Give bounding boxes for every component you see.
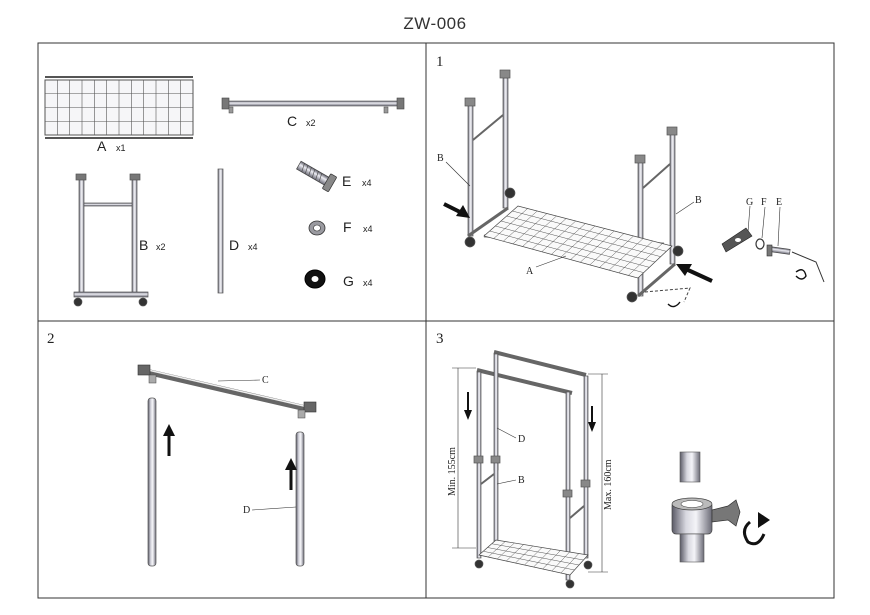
step-2-bar-illustration [137, 364, 317, 419]
step-3-callout-b: B [518, 475, 525, 486]
part-a-letter: A [97, 138, 107, 154]
panel-grid [37, 42, 835, 599]
part-b-qty: x2 [156, 242, 166, 252]
clamp-detail-illustration [671, 451, 741, 563]
part-g-qty: x4 [363, 278, 373, 288]
tighten-clamp-icon [743, 520, 766, 546]
insert-arrow-right-icon [676, 264, 713, 283]
tighten-clamp-arrowhead-icon [758, 512, 770, 528]
insert-up-arrow-right-icon [285, 458, 297, 490]
step-2-poles-illustration [147, 397, 305, 567]
part-d-pole-illustration [217, 168, 224, 294]
insert-up-arrow-left-icon [163, 424, 175, 456]
step-3-callout-d: D [518, 434, 525, 445]
step-1-callout-b-left: B [437, 153, 444, 164]
part-f-qty: x4 [363, 224, 373, 234]
step-2-callout-d: D [243, 505, 250, 516]
step-1-callout-e: E [776, 197, 782, 208]
step-2-callout-c: C [262, 375, 269, 386]
max-height-dimension [588, 373, 608, 573]
step-1-callout-g: G [746, 197, 753, 208]
part-g-washer-illustration [304, 269, 326, 289]
step-3-number: 3 [436, 331, 444, 347]
step-1-panel: 1 [436, 54, 825, 308]
part-d-qty: x4 [248, 242, 258, 252]
document-title: ZW-006 [403, 14, 467, 33]
step-1-callout-lines [445, 161, 781, 268]
tighten-bottom-icon [667, 301, 681, 308]
part-f-washer-illustration [308, 220, 326, 236]
part-c-bar-illustration [221, 97, 405, 114]
parts-panel: A x1 C x2 B x2 D x4 [44, 76, 405, 307]
step-1-rack-illustration [464, 69, 684, 303]
part-d-letter: D [229, 237, 239, 253]
allen-key-icon [791, 251, 825, 283]
step-1-callout-b-right: B [695, 195, 702, 206]
part-a-shelf-illustration [44, 76, 194, 139]
insert-arrow-left-icon [443, 202, 470, 218]
step-1-callout-f: F [761, 197, 767, 208]
max-height-label: Max. 160cm [603, 459, 614, 510]
part-b-frame-illustration [73, 173, 149, 307]
part-g-letter: G [343, 273, 354, 289]
part-b-letter: B [139, 237, 148, 253]
part-f-letter: F [343, 219, 352, 235]
step-3-panel: 3 [436, 331, 770, 589]
step-2-panel: 2 C D [47, 331, 317, 567]
lower-arrow-right-icon [588, 406, 596, 432]
part-e-letter: E [342, 173, 351, 189]
part-e-bolt-illustration [296, 160, 337, 192]
fastener-detail-illustration [721, 227, 791, 257]
allen-key-bottom-icon [644, 287, 691, 303]
step-1-number: 1 [436, 54, 444, 70]
min-height-label: Min. 155cm [447, 447, 458, 496]
lower-arrow-left-icon [464, 392, 472, 420]
part-c-letter: C [287, 113, 297, 129]
part-c-qty: x2 [306, 118, 316, 128]
part-e-qty: x4 [362, 178, 372, 188]
step-1-callout-a: A [526, 266, 534, 277]
step-2-number: 2 [47, 331, 55, 347]
part-a-qty: x1 [116, 143, 126, 153]
step-3-rack-illustration [473, 350, 593, 589]
tighten-rotate-icon [795, 269, 807, 280]
min-height-dimension [452, 367, 476, 549]
